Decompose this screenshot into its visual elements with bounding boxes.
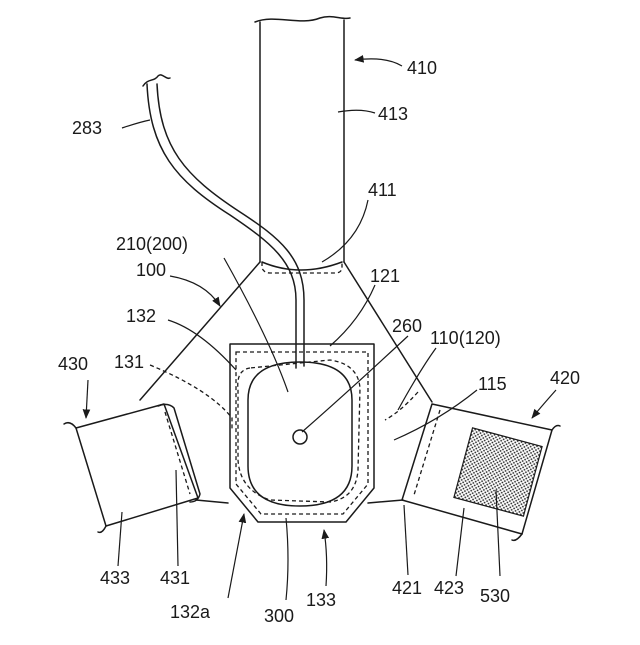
label-283: 283 [72,118,102,138]
label-133: 133 [306,590,336,610]
label-121: 121 [370,266,400,286]
left-strap-430 [64,404,200,532]
label-410: 410 [407,58,437,78]
label-100: 100 [136,260,166,280]
label-115: 115 [478,374,507,394]
label-132a: 132a [170,602,211,622]
main-body-100 [140,262,432,503]
label-132: 132 [126,306,156,326]
label-110: 110(120) [430,328,501,348]
sensor-pad-210 [248,362,352,506]
label-430: 430 [58,354,88,374]
label-413: 413 [378,104,408,124]
label-131: 131 [114,352,144,372]
reference-numerals: 410 413 283 411 210(200) 100 121 132 260… [58,58,580,626]
label-420: 420 [550,368,580,388]
label-210: 210(200) [116,234,188,254]
upper-strap-410 [255,17,350,273]
label-300: 300 [264,606,294,626]
label-411: 411 [368,180,397,200]
label-260: 260 [392,316,422,336]
label-421: 421 [392,578,422,598]
cable-283 [143,75,304,368]
label-431: 431 [160,568,190,588]
label-433: 433 [100,568,130,588]
label-530: 530 [480,586,510,606]
label-423: 423 [434,578,464,598]
